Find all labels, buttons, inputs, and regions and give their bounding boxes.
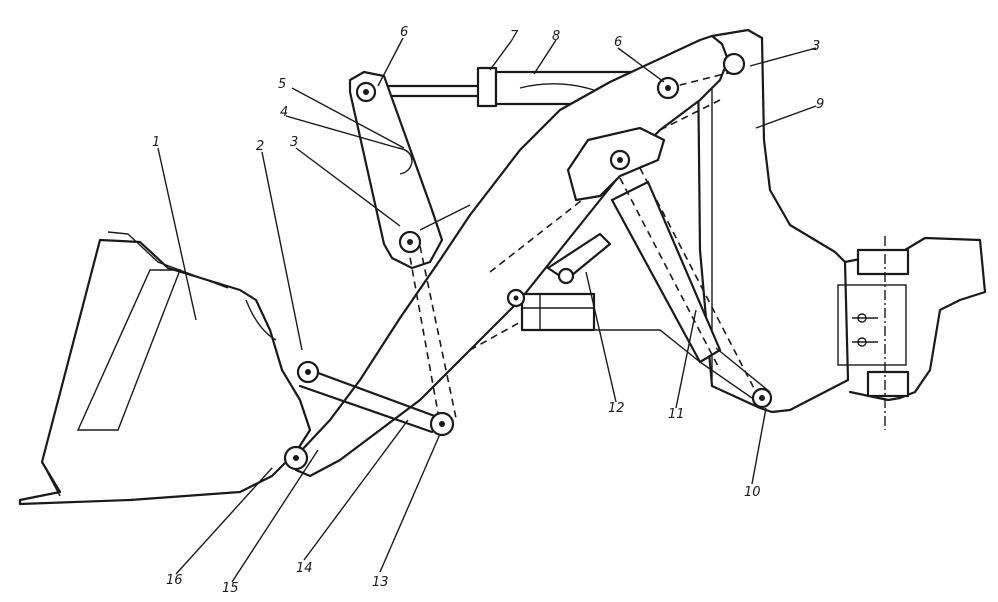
bucket	[18, 231, 312, 506]
lower-link	[298, 368, 442, 434]
callout-3-left: 3	[290, 135, 298, 150]
pivot-pins	[283, 52, 773, 471]
callout-5: 5	[278, 77, 286, 92]
callout-2: 2	[256, 139, 264, 154]
bell-crank	[348, 70, 444, 270]
callout-14: 14	[296, 561, 313, 576]
callout-12: 12	[608, 401, 625, 416]
front-frame	[696, 28, 850, 414]
callout-6-left: 6	[400, 25, 408, 40]
tractor-hitch	[837, 236, 987, 430]
callout-15: 15	[222, 581, 239, 596]
callout-1: 1	[152, 135, 160, 150]
callout-4: 4	[280, 105, 288, 120]
callouts: 1 2 3 3 4 5 6 6 7 8 9 10 11 12 13 14 15 …	[152, 25, 824, 596]
callout-10: 10	[744, 485, 761, 500]
leader-lines	[157, 37, 817, 583]
callout-6-right: 6	[614, 35, 622, 50]
callout-7: 7	[510, 29, 519, 44]
callout-8: 8	[552, 29, 560, 44]
callout-13: 13	[372, 575, 389, 590]
callout-9: 9	[816, 97, 824, 112]
callout-3-right: 3	[812, 39, 820, 54]
callout-16: 16	[166, 573, 183, 588]
callout-11: 11	[668, 407, 685, 422]
